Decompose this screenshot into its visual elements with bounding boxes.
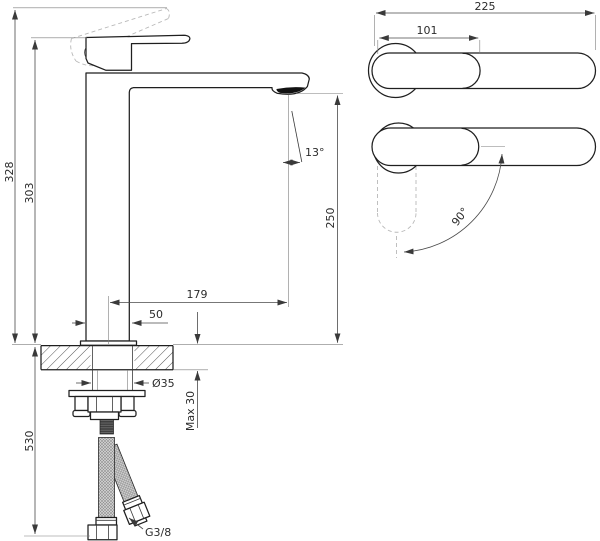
left-stud — [74, 395, 89, 412]
dim-top-total-length-label: 225 — [475, 0, 496, 13]
threaded-stem — [99, 419, 114, 435]
dim-handle-length-label: 101 — [417, 24, 438, 37]
countertop-section — [40, 344, 174, 371]
handle-pivot — [84, 47, 87, 58]
top-view-plan: 225 101 — [367, 0, 597, 99]
swivel-arc — [403, 153, 505, 255]
spout-capsule — [371, 52, 597, 90]
side-view-dimensions: 328 303 530 250 179 50 13° Ø35 Max 30 G3… — [3, 10, 341, 539]
dim-outlet-height-label: 250 — [324, 208, 337, 229]
mounting-hardware — [68, 346, 146, 435]
dim-spout-reach-label: 179 — [187, 288, 208, 301]
spout-outlet-aerator — [276, 87, 306, 94]
countertop-hatch-right — [134, 346, 173, 370]
dim-stream-angle-label: 13° — [305, 146, 325, 159]
dim-spout-top-height-label: 303 — [23, 183, 36, 204]
supply-hoses — [87, 437, 151, 541]
handle-rotated-phantom — [377, 166, 417, 258]
dim-deck-max-label: Max 30 — [184, 391, 197, 431]
dim-hose-length-label: 530 — [23, 431, 36, 452]
hose-vertical — [98, 437, 115, 518]
extension-lines — [12, 7, 343, 537]
hose-hex-nut — [87, 524, 118, 541]
dim-connection-thread-label: G3/8 — [145, 526, 171, 539]
hose-collar — [95, 516, 118, 526]
dim-base-width-label: 50 — [149, 308, 163, 321]
dim-hole-diameter-label: Ø35 — [152, 377, 175, 390]
right-stud — [120, 395, 135, 412]
dim-overall-height-label: 328 — [3, 162, 16, 183]
top-view-swivel: 90° — [371, 122, 597, 258]
washer-plate — [68, 389, 146, 398]
countertop-hatch-left — [41, 346, 91, 370]
handle-end-arc — [462, 52, 481, 90]
nut-lower-collar — [89, 411, 120, 421]
mounting-nut — [87, 395, 122, 413]
lever-handle — [85, 34, 191, 71]
